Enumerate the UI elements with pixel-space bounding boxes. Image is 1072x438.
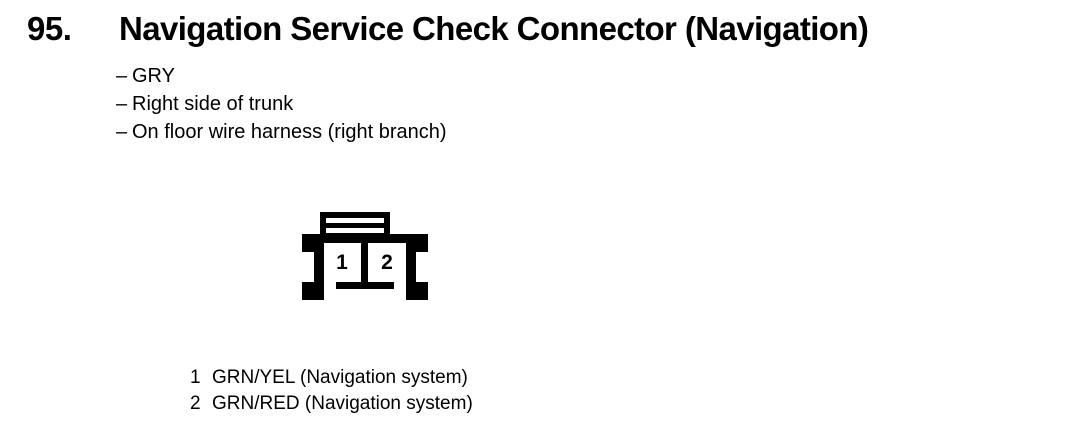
legend-row: 2 GRN/RED (Navigation system)	[190, 391, 790, 417]
pin-label-2: 2	[381, 251, 393, 274]
spec-item-label: Right side of trunk	[132, 93, 294, 115]
pin-label-1: 1	[336, 251, 348, 274]
legend-pin-number: 1	[190, 367, 201, 388]
legend-wire-description: GRN/RED (Navigation system)	[212, 393, 473, 414]
latch-slot-lower	[326, 228, 384, 233]
dash-bullet-icon: –	[116, 121, 128, 143]
document-header: 95. Navigation Service Check Connector (…	[0, 0, 1072, 58]
latch-slot-upper	[326, 218, 384, 223]
two-pin-connector-icon: 1 2	[302, 212, 428, 300]
pin-divider	[361, 243, 368, 282]
connector-diagram: 1 2	[296, 205, 436, 307]
spec-item-location: –Right side of trunk	[116, 90, 816, 118]
legend-row: 1 GRN/YEL (Navigation system)	[190, 365, 790, 391]
specification-list: –GRY –Right side of trunk –On floor wire…	[116, 62, 816, 146]
entry-number: 95.	[27, 10, 72, 47]
spec-item-label: GRY	[132, 65, 175, 87]
spec-item-color: –GRY	[116, 62, 816, 90]
spec-item-harness: –On floor wire harness (right branch)	[116, 118, 816, 146]
legend-pin-number: 2	[190, 393, 201, 414]
page-title: Navigation Service Check Connector (Navi…	[119, 10, 869, 47]
dash-bullet-icon: –	[116, 65, 128, 87]
legend-wire-description: GRN/YEL (Navigation system)	[212, 367, 468, 388]
dash-bullet-icon: –	[116, 93, 128, 115]
pin-legend: 1 GRN/YEL (Navigation system) 2 GRN/RED (N…	[190, 365, 790, 417]
spec-item-label: On floor wire harness (right branch)	[132, 121, 447, 143]
